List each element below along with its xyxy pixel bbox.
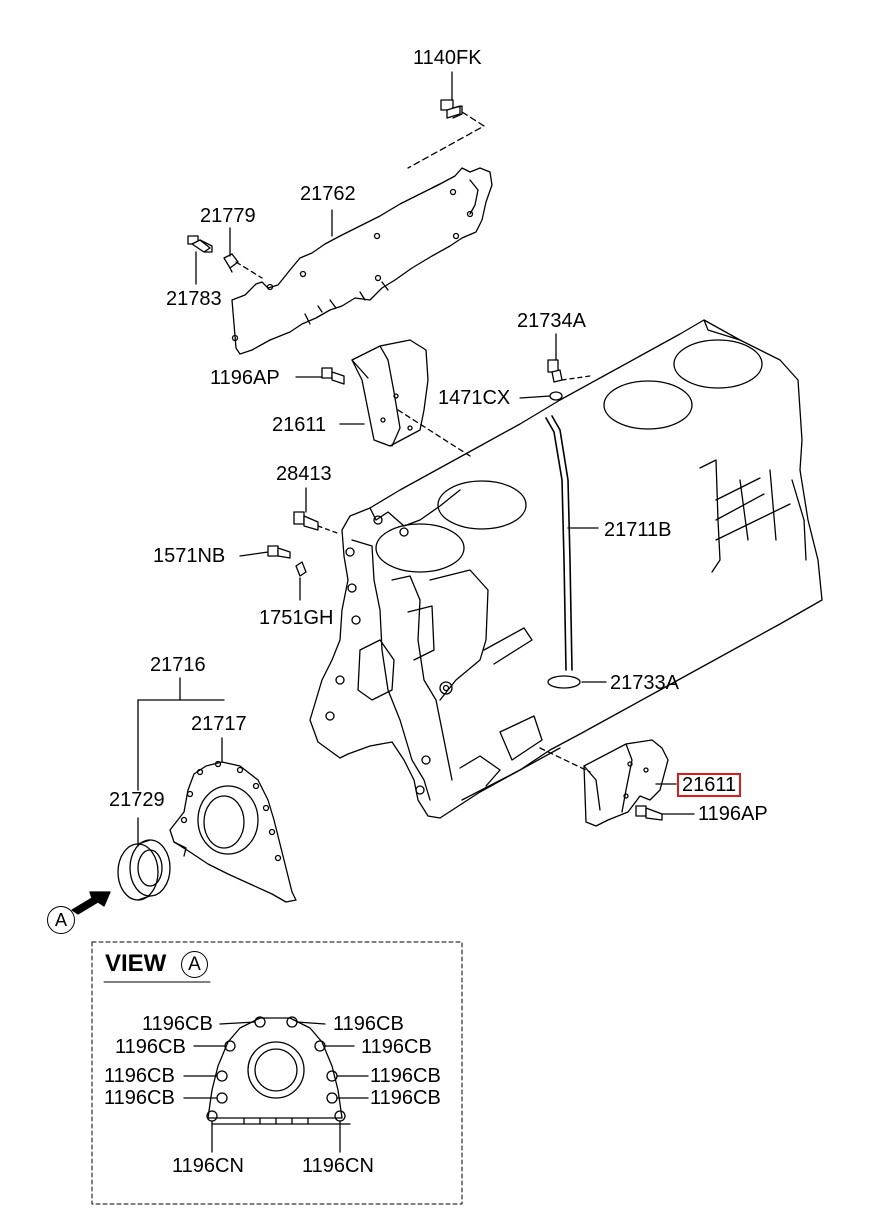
bolt-1571nb[interactable] — [267, 545, 291, 559]
bolt-1196ap-top[interactable] — [321, 367, 345, 385]
label-28413[interactable]: 28413 — [276, 463, 332, 485]
view-label-1196cb-row4-right[interactable]: 1196CB — [370, 1087, 441, 1109]
label-21762[interactable]: 21762 — [300, 183, 356, 205]
label-21717[interactable]: 21717 — [191, 713, 247, 735]
leader-dashed-1140fk — [407, 111, 485, 169]
bolt-1196ap-bottom[interactable] — [635, 805, 663, 821]
label-21729[interactable]: 21729 — [109, 789, 165, 811]
view-label-1196cb-row3-right[interactable]: 1196CB — [370, 1065, 441, 1087]
leader-dashed-21611-top — [397, 409, 471, 457]
view-marker-a: A — [47, 906, 75, 934]
engine-mount-bracket-21611-bottom[interactable] — [583, 739, 669, 827]
leader-lines — [137, 71, 695, 847]
oil-level-gauge-tube-21711b[interactable] — [545, 415, 573, 671]
bolt-21734a[interactable] — [547, 359, 563, 383]
view-label-1196cn-right[interactable]: 1196CN — [302, 1155, 374, 1177]
label-21611-bottom-highlighted[interactable]: 21611 — [677, 773, 742, 797]
label-21779[interactable]: 21779 — [200, 205, 256, 227]
label-21783[interactable]: 21783 — [166, 288, 222, 310]
oil-seal-21729[interactable] — [117, 839, 171, 901]
label-21734a[interactable]: 21734A — [517, 310, 586, 332]
view-label-1196cn-left[interactable]: 1196CN — [172, 1155, 244, 1177]
engine-mount-bracket-21611-top[interactable] — [351, 339, 429, 447]
view-label-1196cb-row2-left[interactable]: 1196CB — [115, 1036, 186, 1058]
o-ring-21733a[interactable] — [547, 675, 581, 689]
leader-dashed-21734a — [561, 375, 591, 381]
label-1751gh[interactable]: 1751GH — [259, 607, 334, 629]
leader-dashed-21611-bottom — [539, 747, 591, 773]
view-direction-arrow — [71, 891, 111, 915]
label-21733a[interactable]: 21733A — [610, 672, 679, 694]
view-label-1196cb-row2-right[interactable]: 1196CB — [361, 1036, 432, 1058]
view-label-1196cb-row3-left[interactable]: 1196CB — [104, 1065, 175, 1087]
view-label-1196cb-row4-left[interactable]: 1196CB — [104, 1087, 175, 1109]
dowel-21779[interactable] — [223, 253, 239, 273]
label-1140fk[interactable]: 1140FK — [413, 47, 482, 69]
view-a-leader-lines — [183, 1021, 369, 1153]
leader-dashed-28413 — [317, 525, 341, 535]
label-1471cx[interactable]: 1471CX — [438, 387, 511, 409]
pin-1751gh[interactable] — [295, 561, 307, 577]
rear-oil-seal-case-21717[interactable] — [169, 760, 297, 903]
label-21711b[interactable]: 21711B — [604, 519, 672, 541]
engine-block[interactable] — [309, 319, 823, 819]
label-21611-top[interactable]: 21611 — [272, 414, 327, 436]
clip-1471cx[interactable] — [549, 391, 563, 401]
bolt-28413[interactable] — [293, 511, 319, 531]
view-a-title-marker: A — [181, 951, 208, 978]
label-1196ap-bottom[interactable]: 1196AP — [698, 803, 768, 825]
view-label-1196cb-top-right[interactable]: 1196CB — [333, 1013, 404, 1035]
view-label-1196cb-top-left[interactable]: 1196CB — [142, 1013, 213, 1035]
view-a-title: VIEW — [105, 950, 167, 977]
label-21716[interactable]: 21716 — [150, 654, 206, 676]
view-a-seal-case — [206, 1016, 351, 1125]
label-1196ap-top[interactable]: 1196AP — [210, 367, 280, 389]
bolt-21783[interactable] — [187, 235, 213, 253]
leader-dashed-21779 — [235, 261, 263, 279]
view-a-frame — [91, 941, 463, 1205]
timing-cover-21762[interactable] — [231, 167, 493, 355]
bolt-1140fk[interactable] — [440, 99, 463, 119]
label-1571nb[interactable]: 1571NB — [153, 545, 226, 567]
